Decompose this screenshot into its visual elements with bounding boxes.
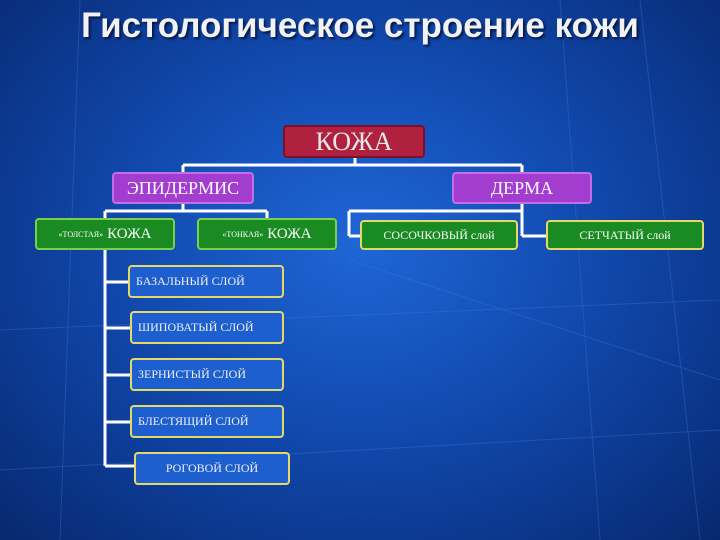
layer-corneum: РОГОВОЙ СЛОЙ [134,452,290,485]
layer-spinous: ШИПОВАТЫЙ СЛОЙ [130,311,284,344]
layer-lucid: БЛЕСТЯЩИЙ СЛОЙ [130,405,284,438]
thick-skin-label: КОЖА [107,225,152,242]
slide-title: Гистологическое строение кожи [81,6,639,45]
node-papillary-layer: СОСОЧКОВЫЙ слой [360,220,518,250]
thin-skin-label: КОЖА [267,225,312,242]
layer-granular: ЗЕРНИСТЫЙ СЛОЙ [130,358,284,391]
node-reticular-layer: СЕТЧАТЫЙ слой [546,220,704,250]
layer-basal: БАЗАЛЬНЫЙ СЛОЙ [128,265,284,298]
thick-skin-qualifier: «ТОЛСТАЯ» [58,229,104,239]
node-thin-skin: «ТОНКАЯ» КОЖА [197,218,337,250]
node-dermis: ДЕРМА [452,172,592,204]
node-thick-skin: «ТОЛСТАЯ» КОЖА [35,218,175,250]
node-skin: КОЖА [283,125,425,158]
thin-skin-qualifier: «ТОНКАЯ» [222,229,264,239]
node-epidermis: ЭПИДЕРМИС [112,172,254,204]
